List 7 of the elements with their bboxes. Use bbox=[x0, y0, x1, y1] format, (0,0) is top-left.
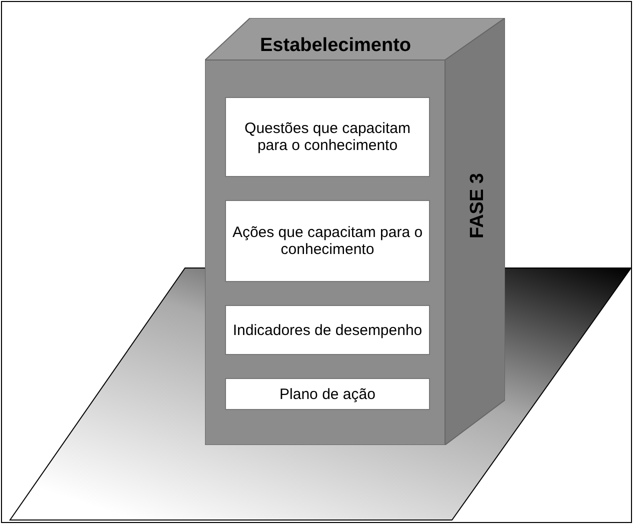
text-box: Indicadores de desempenho bbox=[225, 305, 430, 355]
block-title: Estabelecimento bbox=[260, 35, 411, 57]
text-box: Plano de ação bbox=[225, 378, 430, 410]
cuboid-block bbox=[205, 18, 505, 445]
text-box: Ações que capacitam para o conhecimento bbox=[225, 200, 430, 282]
text-box: Questões que capacitam para o conhecimento bbox=[225, 97, 430, 177]
phase-label: FASE 3 bbox=[467, 173, 489, 238]
